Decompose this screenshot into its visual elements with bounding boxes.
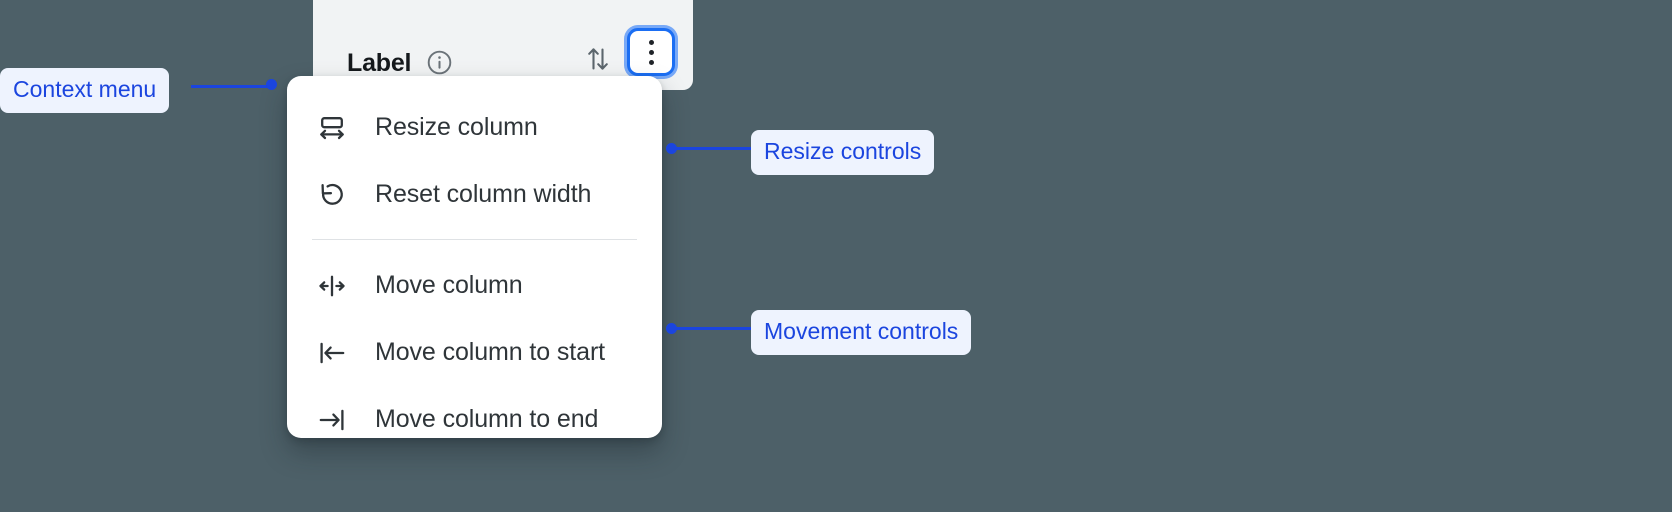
- annotation-label: Resize controls: [751, 130, 935, 175]
- menu-item-label: Resize column: [375, 113, 538, 141]
- move-to-start-icon: [320, 342, 345, 363]
- menu-item-reset-column-width[interactable]: Reset column width: [287, 161, 662, 228]
- annotation-anchor-dot: [266, 79, 277, 90]
- menu-item-label: Move column to end: [375, 405, 599, 433]
- menu-item-label: Reset column width: [375, 180, 592, 208]
- menu-divider: [312, 239, 637, 240]
- sort-up-down-icon[interactable]: [581, 42, 615, 76]
- column-options-button[interactable]: [627, 28, 675, 76]
- menu-item-resize-column[interactable]: Resize column: [287, 94, 662, 161]
- move-to-end-icon: [319, 409, 344, 430]
- column-context-menu: Resize column Reset column width Move co…: [287, 76, 662, 438]
- annotation-leader-line: [191, 85, 269, 88]
- kebab-dot: [648, 39, 654, 45]
- menu-item-move-column-to-end[interactable]: Move column to end: [287, 386, 662, 453]
- menu-item-label: Move column to start: [375, 338, 606, 366]
- page-title: Label: [347, 49, 412, 77]
- move-column-icon: [319, 275, 345, 296]
- menu-item-move-column[interactable]: Move column: [287, 252, 662, 319]
- kebab-dot: [648, 49, 654, 55]
- annotation-label: Movement controls: [751, 310, 972, 355]
- info-circle-icon[interactable]: [426, 49, 453, 76]
- column-header-panel: Label: [313, 0, 693, 90]
- menu-item-label: Move column: [375, 271, 523, 299]
- menu-item-move-column-to-start[interactable]: Move column to start: [287, 319, 662, 386]
- annotation-leader-line: [671, 327, 753, 330]
- reset-width-icon: [321, 183, 343, 205]
- resize-column-icon: [320, 116, 344, 139]
- annotation-leader-line: [671, 147, 753, 150]
- annotation-label: Context menu: [0, 68, 170, 113]
- kebab-dot: [648, 59, 654, 65]
